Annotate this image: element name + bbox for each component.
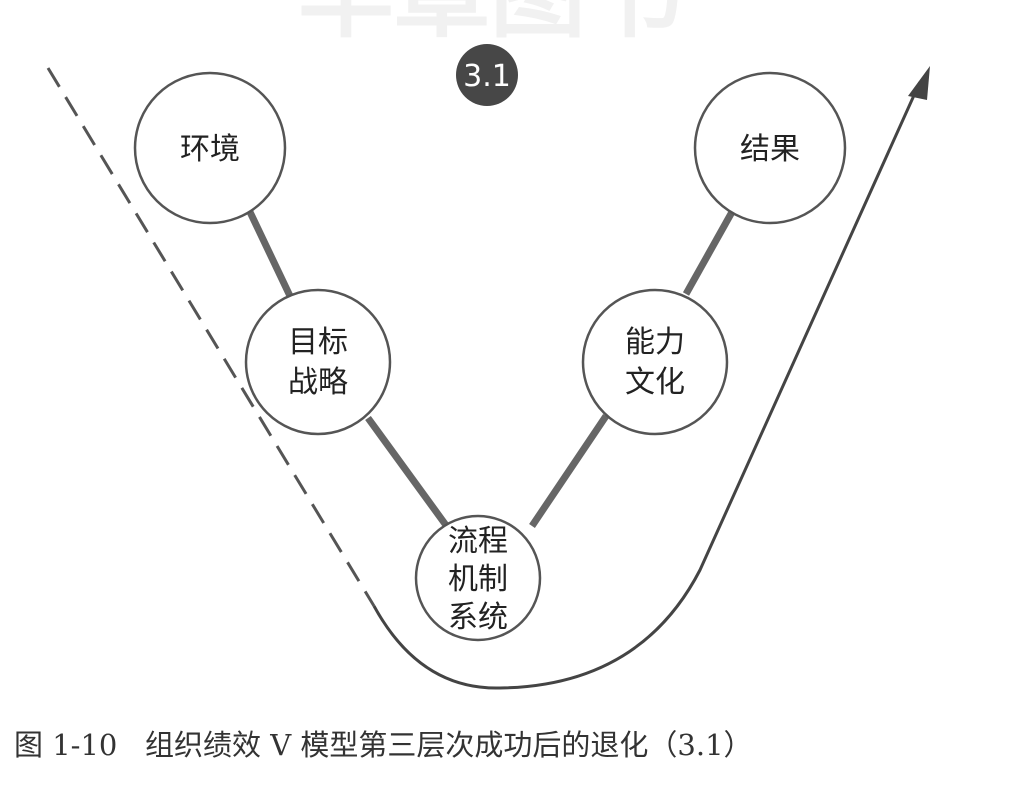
- svg-text:系统: 系统: [448, 600, 508, 635]
- svg-text:结果: 结果: [740, 132, 800, 167]
- decline-dashed-line: [46, 67, 376, 607]
- svg-text:环境: 环境: [180, 132, 240, 167]
- connector-environment-goal: [246, 210, 294, 298]
- node-result: 结果: [693, 71, 847, 225]
- stage-badge-label: 3.1: [463, 59, 511, 94]
- trajectory-curve: [372, 81, 922, 690]
- svg-text:目标: 目标: [288, 325, 348, 360]
- svg-text:文化: 文化: [625, 365, 685, 400]
- svg-text:战略: 战略: [288, 365, 348, 400]
- svg-text:流程: 流程: [448, 524, 508, 559]
- arrow-head-icon: [908, 66, 930, 100]
- connectors: [246, 210, 736, 531]
- node-process-mechanism-system: 流程 机制 系统: [414, 514, 542, 642]
- figure-caption: 图 1-10 组织绩效 V 模型第三层次成功后的退化（3.1）: [14, 722, 753, 764]
- figure-number: 图 1-10: [14, 728, 118, 762]
- stage-badge: [456, 44, 518, 106]
- node-goal-strategy: 目标 战略: [244, 288, 392, 436]
- node-environment: 环境: [133, 71, 287, 225]
- connector-capability-result: [682, 210, 736, 296]
- node-capability-culture: 能力 文化: [581, 288, 729, 436]
- connector-goal-process: [365, 415, 451, 531]
- connector-process-capability: [529, 414, 609, 528]
- watermark: 华章图书: [298, 0, 682, 51]
- svg-text:能力: 能力: [625, 325, 685, 360]
- figure-title: 组织绩效 V 模型第三层次成功后的退化（3.1）: [145, 728, 753, 762]
- svg-text:机制: 机制: [448, 562, 508, 597]
